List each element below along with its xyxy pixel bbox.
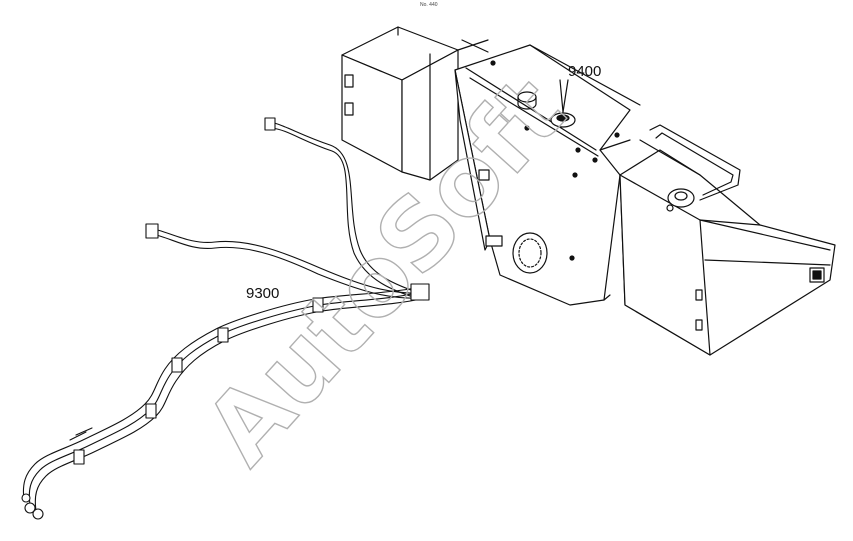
leader-line-9400 — [559, 79, 564, 113]
callout-9300: 9300 — [246, 285, 280, 302]
corner-note: No. 440 — [420, 2, 438, 8]
callout-9400: 9400 — [568, 63, 602, 80]
central-tank-body — [454, 44, 641, 306]
hose-assembly — [21, 117, 430, 520]
left-tank-box — [341, 26, 489, 181]
right-tank-section — [619, 124, 836, 356]
